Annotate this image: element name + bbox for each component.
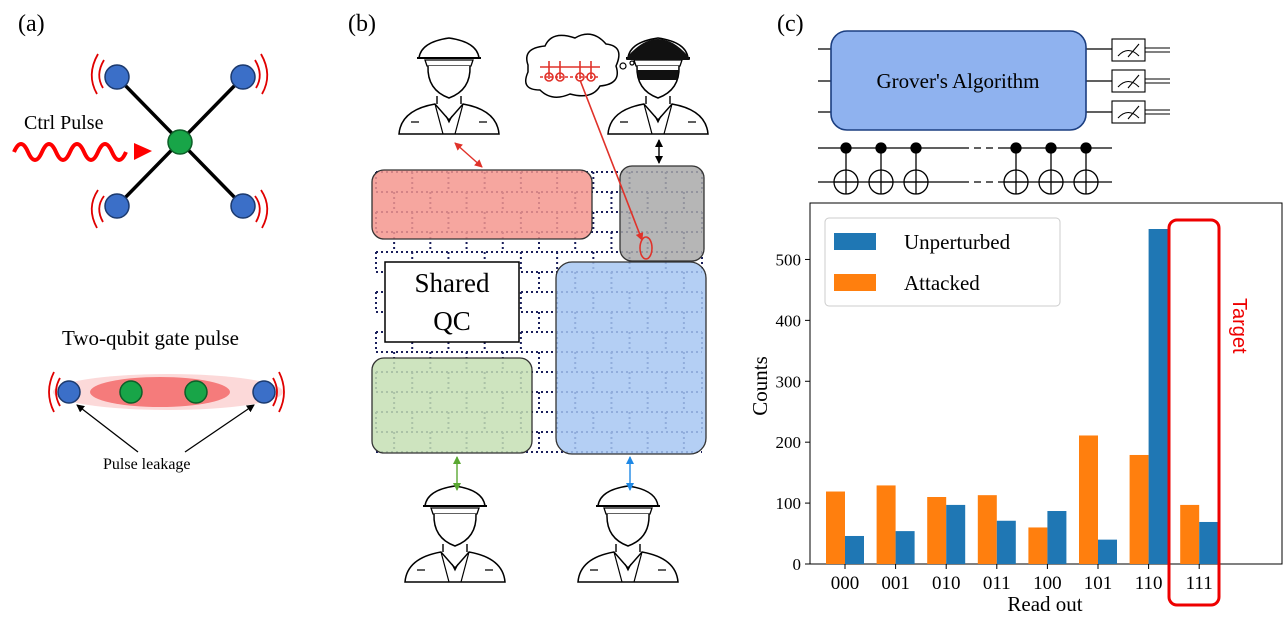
user-region-blue (555, 261, 707, 455)
y-tick-label: 100 (776, 494, 802, 513)
user-link-red (454, 142, 483, 168)
qubit-node (104, 193, 130, 219)
bar-unperturbed-001 (895, 531, 915, 564)
bar-attacked-111 (1180, 504, 1200, 564)
center-qubit-node (167, 129, 193, 155)
attacker-avatar (607, 37, 709, 135)
panel-a: (a) Ctrl Pulse Two-qubit gate pulse (12, 11, 285, 473)
target-highlight-box (1167, 218, 1221, 607)
legend-label-unperturbed: Unperturbed (904, 230, 1011, 254)
bar-unperturbed-110 (1148, 229, 1168, 564)
y-tick-label: 200 (776, 433, 802, 452)
control-dot-icon (875, 142, 887, 154)
attacker-region-gray (619, 165, 705, 262)
bar-unperturbed-101 (1098, 539, 1117, 564)
y-tick-label: 300 (776, 372, 802, 391)
panel-b: (b) Shared QC (348, 11, 709, 583)
control-dot-icon (910, 142, 922, 154)
panel-b-label: (b) (348, 11, 376, 37)
bar-unperturbed-000 (845, 535, 864, 564)
qubit-node (230, 64, 256, 90)
user-region-red (371, 169, 593, 240)
control-dot-icon (840, 142, 852, 154)
bar-unperturbed-011 (996, 520, 1016, 564)
pulse-arrowhead-icon (134, 143, 152, 160)
bar-attacked-000 (826, 491, 845, 564)
shared-qc-line2: QC (433, 306, 471, 336)
bar-chart: 0 100 200 300 400 500 000 001 010 011 100 101 110 11… (748, 202, 1283, 616)
legend-swatch-unperturbed (834, 233, 876, 250)
x-tick-label: 010 (932, 573, 961, 594)
bar-attacked-011 (977, 495, 997, 564)
grover-algorithm-label: Grover's Algorithm (876, 69, 1039, 93)
y-tick-label: 0 (793, 555, 802, 574)
legend-label-attacked: Attacked (904, 271, 980, 295)
y-tick-label: 500 (776, 250, 802, 269)
y-axis-label: Counts (748, 356, 772, 416)
bar-attacked-110 (1129, 454, 1149, 564)
bar-unperturbed-111 (1199, 521, 1219, 564)
qubit-cross (90, 53, 269, 229)
user-region-green (371, 357, 533, 454)
x-tick-label: 001 (881, 573, 910, 594)
x-tick-label: 011 (983, 573, 1011, 594)
user-avatar-bottom-right (577, 485, 679, 583)
mini-circuit-icon (540, 61, 600, 82)
qubit-node (252, 380, 276, 404)
measurement-icons (1111, 38, 1170, 124)
control-dot-icon (1010, 142, 1022, 154)
pulse-leakage-label: Pulse leakage (103, 456, 191, 473)
panel-c: (c) Grover's Algorithm (748, 11, 1283, 616)
x-tick-label: 100 (1033, 573, 1062, 594)
user-avatar-bottom-left (404, 485, 506, 583)
y-tick-label: 400 (776, 311, 802, 330)
control-dot-icon (1080, 142, 1092, 154)
target-label: Target (1228, 298, 1250, 354)
two-qubit-title: Two-qubit gate pulse (62, 326, 239, 350)
bar-unperturbed-100 (1047, 511, 1067, 564)
qubit-node (119, 380, 143, 404)
x-tick-label: 000 (831, 573, 860, 594)
control-dot-icon (1045, 142, 1057, 154)
ctrl-pulse-wave-icon (12, 142, 128, 162)
bar-attacked-010 (927, 497, 947, 564)
two-qubit-pulse-diagram (48, 371, 285, 453)
shared-qc-box (384, 261, 520, 343)
cnot-chain (818, 142, 1112, 195)
panel-a-label: (a) (18, 11, 45, 37)
bar-attacked-001 (876, 485, 896, 564)
x-tick-label: 110 (1135, 573, 1163, 594)
shared-qc-line1: Shared (415, 268, 490, 298)
bar-attacked-100 (1028, 527, 1048, 564)
thought-bubble (525, 33, 635, 98)
bar-attacked-101 (1079, 435, 1098, 564)
attack-target-arrow (579, 79, 644, 241)
qubit-node (57, 380, 81, 404)
legend: Unperturbed Attacked (824, 217, 1061, 307)
qubit-node (230, 193, 256, 219)
grover-circuit: Grover's Algorithm (818, 30, 1170, 195)
legend-swatch-attacked (834, 274, 876, 291)
x-axis-label: Read out (1007, 592, 1082, 616)
user-avatar-top-left (398, 37, 500, 135)
grover-algorithm-box (830, 30, 1087, 131)
bar-unperturbed-010 (946, 504, 966, 564)
x-tick-label: 101 (1084, 573, 1113, 594)
x-tick-label: 111 (1186, 573, 1213, 594)
qubit-node (104, 64, 130, 90)
panel-c-label: (c) (777, 11, 804, 37)
ctrl-pulse-label: Ctrl Pulse (24, 112, 104, 134)
attack-target-marker (639, 236, 653, 260)
qubit-node (184, 380, 208, 404)
